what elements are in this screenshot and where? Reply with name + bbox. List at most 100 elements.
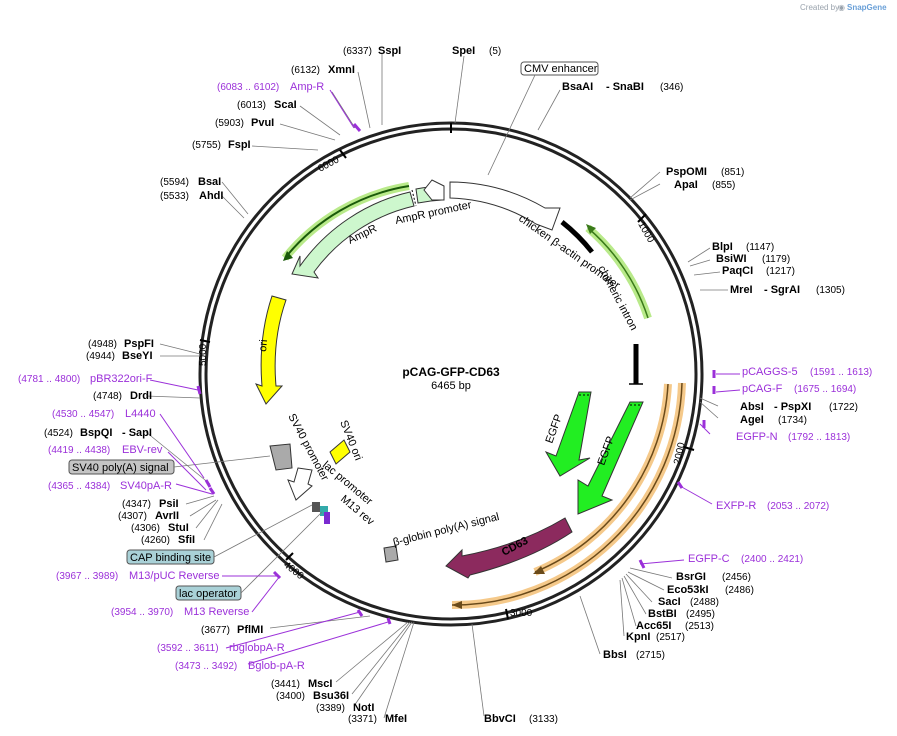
primer-m13puc-pos: (3967 .. 3989)	[56, 571, 118, 582]
primer-egfpc[interactable]: EGFP-C	[688, 553, 730, 565]
site-kpni[interactable]: KpnI	[626, 631, 650, 643]
primer-l4440-pos: (4530 .. 4547)	[52, 409, 114, 420]
site-bbvci[interactable]: BbvCI	[484, 713, 516, 725]
site-mrei[interactable]: MreI	[730, 284, 753, 296]
primer-exfpr[interactable]: EXFP-R	[716, 500, 756, 512]
cmv-enhancer-label: CMV enhancer	[524, 63, 598, 75]
primer-rbglob[interactable]: rbglobpA-R	[229, 642, 285, 654]
ampr-promoter-feature[interactable]	[423, 179, 445, 201]
egfp-highlight-outer	[451, 382, 686, 610]
site-eco53ki[interactable]: Eco53kI	[667, 584, 709, 596]
egfp-feature-2[interactable]	[577, 401, 644, 515]
site-pvui[interactable]: PvuI	[251, 117, 274, 129]
primer-egfpc-pos: (2400 .. 2421)	[741, 554, 803, 565]
site-scai[interactable]: ScaI	[274, 99, 297, 111]
credit-text: Created by	[800, 3, 839, 12]
primer-pcagf[interactable]: pCAG-F	[742, 383, 783, 395]
site-pflmi-pos: (3677)	[201, 625, 230, 636]
site-snabi[interactable]: - SnaBI	[606, 81, 644, 93]
site-noti[interactable]: NotI	[353, 702, 374, 714]
site-spei[interactable]: SpeI	[452, 45, 475, 57]
site-blpi-pos: (1147)	[746, 242, 774, 253]
tick-1000	[637, 213, 647, 223]
site-pspxi[interactable]: - PspXI	[774, 401, 811, 413]
site-bsrgi[interactable]: BsrGI	[676, 571, 706, 583]
primer-ampr[interactable]: Amp-R	[290, 81, 324, 93]
site-stui[interactable]: StuI	[168, 522, 189, 534]
tick-6000	[339, 149, 347, 159]
chicken-promoter-feature[interactable]	[449, 181, 561, 231]
tick-2000	[683, 446, 695, 451]
site-bsiwi[interactable]: BsiWI	[716, 253, 747, 265]
site-mfei[interactable]: MfeI	[385, 713, 407, 725]
egfp-track-outer	[451, 382, 683, 606]
snapgene-credit: Created by ◉ SnapGene	[800, 3, 887, 12]
primer-pcagf-pos: (1675 .. 1694)	[794, 384, 856, 395]
sv40-ori-feature[interactable]	[329, 439, 351, 465]
site-pspfi[interactable]: PspFI	[124, 338, 154, 350]
site-drdi[interactable]: DrdI	[130, 390, 152, 402]
site-saci[interactable]: SacI	[658, 596, 681, 608]
primer-pbr322-pos: (4781 .. 4800)	[18, 374, 80, 385]
primer-m13rev[interactable]: M13 Reverse	[184, 606, 249, 618]
primer-bglob[interactable]: Bglob-pA-R	[248, 660, 305, 672]
lac-promoter-feature[interactable]	[287, 467, 313, 501]
site-bseyi[interactable]: BseYI	[122, 350, 153, 362]
cmv-enhancer-box[interactable]	[520, 61, 599, 76]
site-agei[interactable]: AgeI	[740, 414, 764, 426]
primer-egfpn[interactable]: EGFP-N	[736, 431, 778, 443]
primer-ebvrev[interactable]: EBV-rev	[122, 444, 163, 456]
chimeric-intron-feature[interactable]	[560, 220, 594, 254]
bglobin-feature[interactable]	[383, 545, 399, 563]
site-sfii-pos: (4260)	[141, 535, 170, 546]
site-sspi[interactable]: SspI	[378, 45, 401, 57]
tick-4000	[285, 552, 294, 561]
lac-operator-leader	[240, 511, 323, 594]
site-apai[interactable]: ApaI	[674, 179, 698, 191]
site-blpi[interactable]: BlpI	[712, 241, 733, 253]
primer-m13puc[interactable]: M13/pUC Reverse	[129, 570, 219, 582]
site-pspfi-pos: (4948)	[88, 339, 117, 350]
site-psii[interactable]: PsiI	[159, 498, 179, 510]
site-acc65i[interactable]: Acc65I	[636, 620, 671, 632]
site-bsai[interactable]: BsaI	[198, 176, 221, 188]
tick-label-2000: 2000	[672, 441, 687, 465]
brand-name[interactable]: SnapGene	[847, 3, 887, 12]
primer-sv40par[interactable]: SV40pA-R	[120, 480, 172, 492]
site-avrii[interactable]: AvrII	[155, 510, 179, 522]
site-bspqi[interactable]: BspQI	[80, 427, 112, 439]
egfp-feature-1[interactable]	[544, 391, 592, 477]
site-ahdi[interactable]: AhdI	[199, 190, 223, 202]
sv40-promoter-feature[interactable]	[269, 443, 293, 471]
site-absi[interactable]: AbsI	[740, 401, 764, 413]
tick-label-3000: 3000	[510, 608, 533, 619]
site-pspomi[interactable]: PspOMI	[666, 166, 707, 178]
site-spei-pos: (5)	[489, 46, 501, 57]
site-fspi[interactable]: FspI	[228, 139, 251, 151]
primer-pbr322[interactable]: pBR322ori-F	[90, 373, 153, 385]
site-stui-pos: (4306)	[131, 523, 160, 534]
site-mfei-pos: (3371)	[348, 714, 377, 725]
site-pflmi[interactable]: PflMI	[237, 624, 263, 636]
site-msci[interactable]: MscI	[308, 678, 332, 690]
primer-pcaggs5[interactable]: pCAGGS-5	[742, 366, 798, 378]
site-pspomi-pos: (851)	[721, 167, 744, 178]
primer-l4440[interactable]: L4440	[125, 408, 156, 420]
primer-rbglob-pos: (3592 .. 3611)	[157, 643, 219, 654]
site-bstbi[interactable]: BstBI	[648, 608, 677, 620]
site-sgrai[interactable]: - SgrAI	[764, 284, 800, 296]
site-sfii[interactable]: SfiI	[178, 534, 195, 546]
site-bsu36i[interactable]: Bsu36I	[313, 690, 349, 702]
cd63-feature[interactable]	[445, 517, 573, 579]
ampr-feature[interactable]	[291, 191, 415, 279]
site-bsiwi-pos: (1179)	[762, 254, 790, 265]
site-bsaai[interactable]: BsaAI	[562, 81, 593, 93]
site-eco53ki-pos: (2486)	[725, 585, 754, 596]
site-bsu36i-pos: (3400)	[276, 691, 305, 702]
site-scai-pos: (6013)	[237, 100, 266, 111]
site-xmni[interactable]: XmnI	[328, 64, 355, 76]
ori-feature[interactable]	[255, 295, 287, 405]
site-sapi[interactable]: - SapI	[122, 427, 152, 439]
site-paqci[interactable]: PaqCI	[722, 265, 753, 277]
site-bbsi[interactable]: BbsI	[603, 649, 627, 661]
